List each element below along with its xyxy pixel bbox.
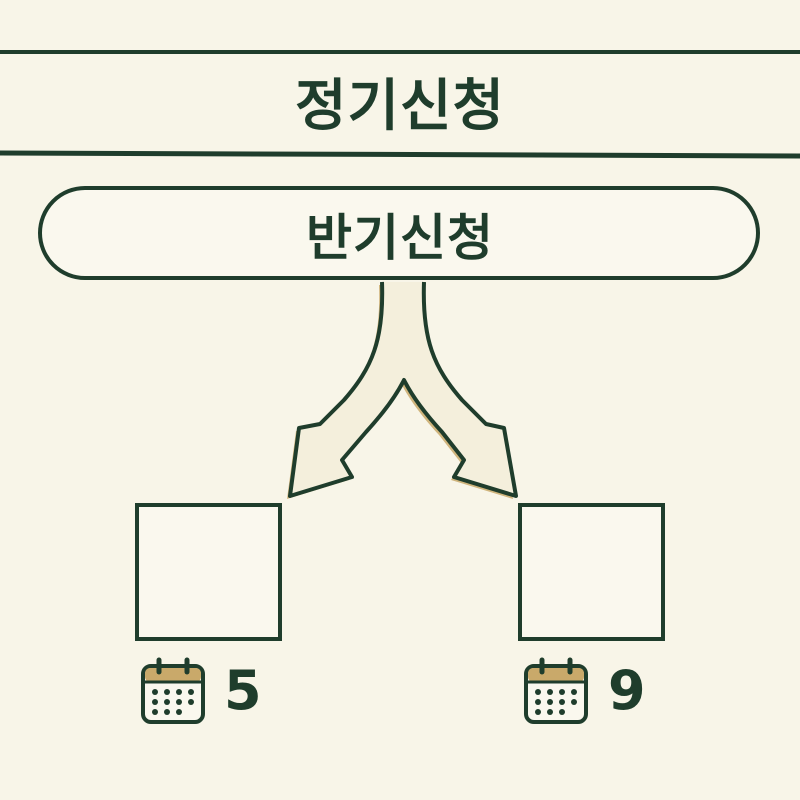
split-arrow [287,281,518,499]
right-count: 9 [608,659,646,722]
calendar-icon [524,657,588,724]
pill-box [38,186,760,280]
header-title: 정기신청 [294,73,506,139]
right-box [518,503,665,641]
left-box [135,503,282,641]
pill-label: 반기신청 [306,209,494,267]
banner-bottom-line [0,150,800,159]
left-count: 5 [224,659,262,722]
calendar-icon [141,657,205,724]
